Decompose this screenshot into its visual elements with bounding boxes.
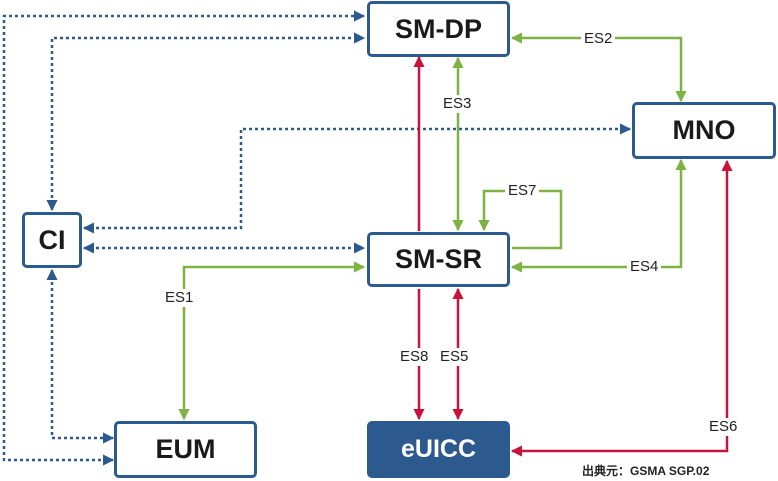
es7-label: ES7 bbox=[505, 182, 540, 200]
es2-line bbox=[510, 32, 687, 103]
es2-label: ES2 bbox=[581, 30, 616, 48]
sm-sr-node: SM-SR bbox=[367, 232, 510, 287]
dotted-eum-smdp bbox=[2, 10, 366, 466]
es4-label: ES4 bbox=[627, 258, 662, 276]
sm-dp-node: SM-DP bbox=[367, 1, 510, 57]
es3-label: ES3 bbox=[440, 95, 475, 113]
es6-label: ES6 bbox=[706, 418, 741, 436]
es1-label: ES1 bbox=[162, 289, 197, 307]
dotted-ci-eum bbox=[46, 268, 115, 444]
source-note: 出典元：GSMA SGP.02 bbox=[582, 464, 710, 478]
ci-node: CI bbox=[22, 212, 82, 268]
es1-line bbox=[178, 261, 366, 421]
mno-node: MNO bbox=[632, 102, 776, 159]
euicc-node: eUICC bbox=[367, 421, 510, 478]
dotted-ci-smdp bbox=[46, 32, 366, 212]
es4-line bbox=[510, 158, 687, 273]
es5-label: ES5 bbox=[437, 348, 472, 366]
eum-node: EUM bbox=[114, 421, 257, 478]
es8-label: ES8 bbox=[397, 348, 432, 366]
dotted-ci-mno bbox=[82, 123, 632, 234]
es6-line bbox=[510, 159, 733, 457]
